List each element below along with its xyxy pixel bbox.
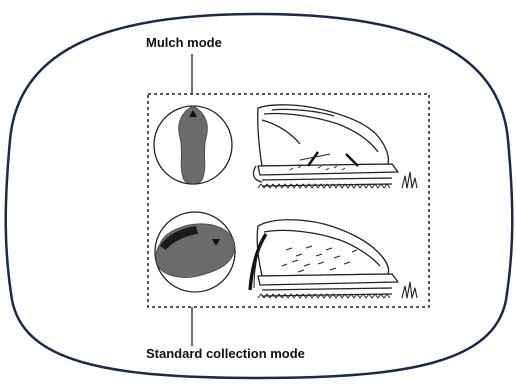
standard-collection-mode-label: Standard collection mode xyxy=(146,346,305,361)
mulch-mode-mower-illustration xyxy=(252,104,418,189)
collection-mode-dial-icon xyxy=(154,211,236,293)
mode-panel-border xyxy=(147,93,430,308)
mulch-mode-dial-icon xyxy=(153,105,233,185)
collection-mode-mower-illustration xyxy=(248,219,418,299)
mulch-mode-label: Mulch mode xyxy=(146,35,222,50)
frame-outline xyxy=(4,12,514,380)
